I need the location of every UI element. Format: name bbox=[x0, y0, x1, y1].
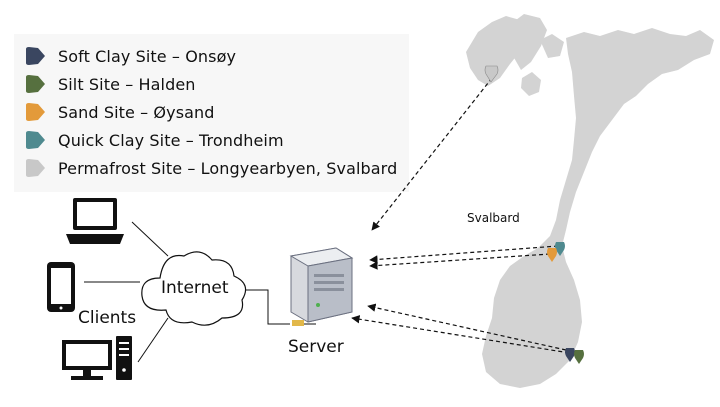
legend: Soft Clay Site – Onsøy Silt Site – Halde… bbox=[14, 34, 409, 192]
legend-item-sand: Sand Site – Øysand bbox=[24, 100, 215, 124]
svalbard-map bbox=[466, 14, 564, 96]
arrow-quick-clay bbox=[369, 245, 559, 264]
legend-item-permafrost: Permafrost Site – Longyearbyen, Svalbard bbox=[24, 156, 397, 180]
legend-label: Soft Clay Site – Onsøy bbox=[58, 46, 237, 66]
pin-silt-icon bbox=[574, 350, 584, 364]
server-label: Server bbox=[288, 337, 344, 357]
arrow-sand bbox=[369, 253, 551, 270]
internet-cloud-icon bbox=[141, 251, 247, 326]
pin-marker-icon bbox=[26, 159, 45, 177]
norway-map bbox=[482, 28, 714, 388]
data-link-arrows bbox=[351, 77, 577, 355]
laptop-icon bbox=[66, 198, 124, 244]
pin-marker-icon bbox=[26, 75, 45, 93]
pin-quick-clay-icon bbox=[555, 242, 565, 256]
legend-item-silt: Silt Site – Halden bbox=[24, 72, 196, 96]
legend-label: Sand Site – Øysand bbox=[58, 102, 215, 122]
pin-marker-icon bbox=[26, 131, 45, 149]
svalbard-label: Svalbard bbox=[467, 211, 520, 225]
arrow-permafrost bbox=[371, 77, 493, 231]
legend-label: Quick Clay Site – Trondheim bbox=[58, 130, 284, 150]
pin-marker-icon bbox=[26, 103, 45, 121]
legend-item-quick-clay: Quick Clay Site – Trondheim bbox=[24, 128, 284, 152]
pin-sand-icon bbox=[547, 248, 557, 262]
legend-label: Permafrost Site – Longyearbyen, Svalbard bbox=[58, 158, 398, 178]
smartphone-icon bbox=[47, 262, 75, 312]
pin-marker-icon bbox=[26, 47, 45, 65]
legend-label: Silt Site – Halden bbox=[58, 74, 196, 94]
pin-permafrost-icon bbox=[484, 65, 499, 83]
pin-soft-clay-icon bbox=[565, 348, 575, 362]
network-links bbox=[84, 221, 316, 363]
arrow-soft-clay bbox=[367, 303, 567, 351]
desktop-computer-icon bbox=[62, 336, 132, 380]
legend-item-soft-clay: Soft Clay Site – Onsøy bbox=[24, 44, 236, 68]
internet-label: Internet bbox=[161, 278, 229, 298]
arrow-silt bbox=[351, 315, 577, 355]
server-icon bbox=[289, 247, 354, 326]
clients-label: Clients bbox=[78, 308, 136, 328]
site-pins bbox=[484, 65, 584, 364]
